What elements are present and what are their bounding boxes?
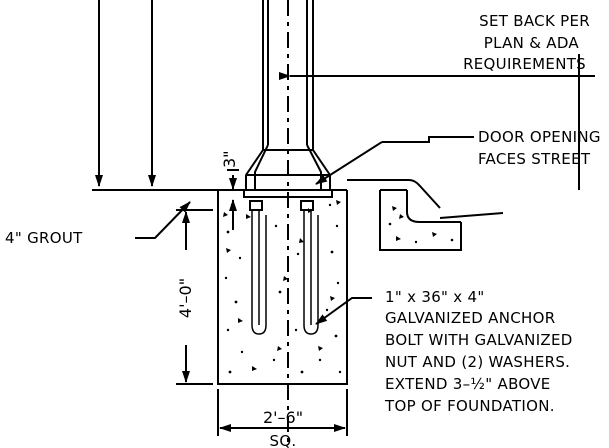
depth-dimension-label: 4'–0" (176, 278, 195, 318)
grout-dimension-label: 3" (220, 150, 239, 168)
anchor-note-line-4: NUT AND (2) WASHERS. (385, 353, 570, 371)
anchor-note-line-3: BOLT WITH GALVANIZED (385, 331, 573, 349)
leader-lines (135, 136, 474, 325)
anchor-note-line-2: GALVANIZED ANCHOR (385, 309, 555, 327)
width-square-note: SQ. (270, 432, 297, 448)
anchor-bolts (251, 210, 319, 335)
pole-shaft (262, 0, 314, 448)
setback-note-line-3: REQUIREMENTS (463, 55, 586, 73)
anchor-note-line-1: 1" x 36" x 4" (385, 288, 485, 306)
left-elevation-lines (92, 0, 238, 191)
anchor-note-line-5: EXTEND 3–½" ABOVE (385, 375, 551, 393)
door-note-line-1: DOOR OPENING (478, 128, 601, 146)
sidewalk-curb (347, 179, 504, 251)
width-dimension (217, 389, 348, 436)
setback-note-line-2: PLAN & ADA (484, 34, 580, 52)
grout-dimension (227, 169, 239, 230)
concrete-foundation (217, 189, 348, 385)
setback-dimension (279, 54, 595, 190)
width-dimension-label: 2'–6" (263, 408, 303, 427)
concrete-stipple (223, 200, 342, 374)
grout-label: 4" GROUT (5, 229, 83, 247)
door-note-line-2: FACES STREET (478, 150, 591, 168)
setback-note-line-1: SET BACK PER (479, 12, 590, 30)
anchor-note-line-6: TOP OF FOUNDATION. (384, 397, 555, 415)
